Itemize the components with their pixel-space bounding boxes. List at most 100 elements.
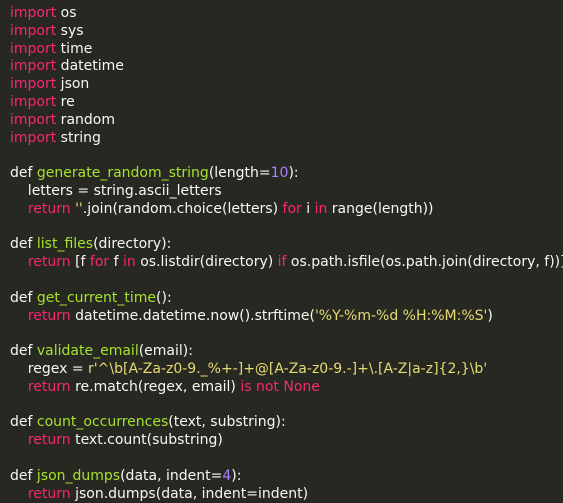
code-line[interactable]: ​ bbox=[10, 325, 563, 343]
code-token: import bbox=[10, 129, 57, 146]
code-line[interactable]: import time bbox=[10, 41, 563, 59]
code-token: def bbox=[10, 467, 37, 484]
code-token: return bbox=[27, 254, 71, 271]
code-token: time bbox=[56, 40, 93, 57]
code-token: import bbox=[10, 22, 57, 39]
code-token: r'^\b[A-Za-z0-9._%+-]+@[A-Za-z0-9.-]+\.[… bbox=[88, 360, 488, 377]
code-token bbox=[10, 486, 28, 502]
code-token: import bbox=[10, 111, 57, 128]
code-token: count_occurrences bbox=[36, 414, 169, 431]
code-line[interactable]: return ''.join(random.choice(letters) fo… bbox=[10, 201, 563, 219]
code-token: string bbox=[56, 129, 101, 146]
code-token: generate_random_string bbox=[36, 165, 209, 182]
code-token: text.count(substring) bbox=[70, 432, 223, 449]
code-line[interactable]: regex = r'^\b[A-Za-z0-9._%+-]+@[A-Za-z0-… bbox=[10, 361, 563, 379]
code-line[interactable]: return text.count(substring) bbox=[10, 432, 563, 450]
code-token: return bbox=[27, 485, 71, 502]
code-token: in bbox=[314, 200, 328, 217]
code-token: '%Y-%m-%d %H:%M:%S' bbox=[314, 307, 488, 324]
code-line[interactable]: import string bbox=[10, 130, 563, 148]
code-token: letters = string.ascii_letters bbox=[10, 182, 222, 199]
code-token bbox=[10, 308, 28, 324]
code-token bbox=[10, 254, 28, 270]
code-token: random bbox=[56, 111, 115, 128]
code-line[interactable]: ​ bbox=[10, 397, 563, 415]
code-token: def bbox=[10, 289, 37, 306]
code-token: f bbox=[109, 254, 124, 271]
code-line[interactable]: return re.match(regex, email) is not Non… bbox=[10, 379, 563, 397]
code-token: ) bbox=[487, 307, 493, 324]
code-token: (directory): bbox=[93, 236, 172, 253]
code-token: (data, indent= bbox=[120, 467, 223, 484]
code-token: json_dumps bbox=[36, 467, 121, 484]
code-line[interactable]: import json bbox=[10, 76, 563, 94]
code-token: 4 bbox=[222, 467, 232, 484]
code-token: (length= bbox=[208, 165, 271, 182]
code-token: re bbox=[56, 93, 75, 110]
code-token: os.path.isfile(os.path.join(directory, f… bbox=[286, 254, 563, 271]
code-line[interactable]: return [f for f in os.listdir(directory)… bbox=[10, 254, 563, 272]
code-token: '' bbox=[75, 200, 83, 217]
code-token: (text, substring): bbox=[168, 414, 286, 431]
code-token: regex = bbox=[10, 360, 89, 377]
code-token: for bbox=[282, 200, 302, 217]
code-token: def bbox=[10, 236, 37, 253]
code-token: in bbox=[123, 254, 136, 271]
code-token: import bbox=[10, 93, 57, 110]
code-line[interactable]: ​ bbox=[10, 147, 563, 165]
code-token: os bbox=[56, 5, 77, 21]
code-token: ): bbox=[288, 165, 299, 182]
code-token: return bbox=[27, 307, 71, 324]
code-token: datetime.datetime.now().strftime( bbox=[70, 307, 315, 324]
code-token: if bbox=[277, 254, 287, 271]
code-token: return bbox=[27, 378, 71, 395]
code-token: def bbox=[10, 343, 37, 360]
code-token: return bbox=[27, 200, 71, 217]
code-line[interactable]: import os bbox=[10, 5, 563, 23]
code-token: list_files bbox=[36, 236, 94, 253]
code-token: import bbox=[10, 76, 57, 93]
code-token: range(length)) bbox=[327, 200, 434, 217]
code-token: i bbox=[301, 200, 315, 217]
code-line[interactable]: import datetime bbox=[10, 58, 563, 76]
code-token: import bbox=[10, 40, 57, 57]
code-line[interactable]: import sys bbox=[10, 23, 563, 41]
code-token: 10 bbox=[270, 165, 289, 182]
code-line[interactable]: ​ bbox=[10, 219, 563, 237]
code-line[interactable]: import random bbox=[10, 112, 563, 130]
code-line[interactable]: letters = string.ascii_letters bbox=[10, 183, 563, 201]
code-token: json.dumps(data, indent=indent) bbox=[70, 485, 309, 502]
code-token: is not None bbox=[240, 378, 320, 395]
code-line[interactable]: ​ bbox=[10, 272, 563, 290]
code-line[interactable]: def get_current_time(): bbox=[10, 290, 563, 308]
code-token: (email): bbox=[138, 343, 193, 360]
code-token: for bbox=[89, 254, 110, 271]
code-token: sys bbox=[56, 22, 84, 39]
code-token: re.match(regex, email) bbox=[70, 378, 241, 395]
code-token: import bbox=[10, 5, 57, 21]
code-token bbox=[10, 201, 28, 217]
code-token: import bbox=[10, 58, 57, 75]
code-line[interactable]: ​ bbox=[10, 450, 563, 468]
code-line[interactable]: def list_files(directory): bbox=[10, 236, 563, 254]
code-line[interactable]: def count_occurrences(text, substring): bbox=[10, 414, 563, 432]
code-token: return bbox=[27, 432, 71, 449]
code-token: def bbox=[10, 414, 37, 431]
code-token: datetime bbox=[56, 58, 124, 75]
code-line[interactable]: return json.dumps(data, indent=indent) bbox=[10, 486, 563, 503]
code-token bbox=[10, 432, 28, 448]
code-token: .join(random.choice(letters) bbox=[82, 200, 283, 217]
code-line[interactable]: return datetime.datetime.now().strftime(… bbox=[10, 308, 563, 326]
code-token: os.listdir(directory) bbox=[135, 254, 278, 271]
code-token: validate_email bbox=[36, 343, 139, 360]
code-token: get_current_time bbox=[36, 289, 157, 306]
code-line[interactable]: def validate_email(email): bbox=[10, 343, 563, 361]
code-token: json bbox=[56, 76, 90, 93]
code-line[interactable]: import re bbox=[10, 94, 563, 112]
code-line[interactable]: def json_dumps(data, indent=4): bbox=[10, 468, 563, 486]
code-line[interactable]: def generate_random_string(length=10): bbox=[10, 165, 563, 183]
code-token: ): bbox=[231, 467, 242, 484]
code-token: def bbox=[10, 165, 37, 182]
